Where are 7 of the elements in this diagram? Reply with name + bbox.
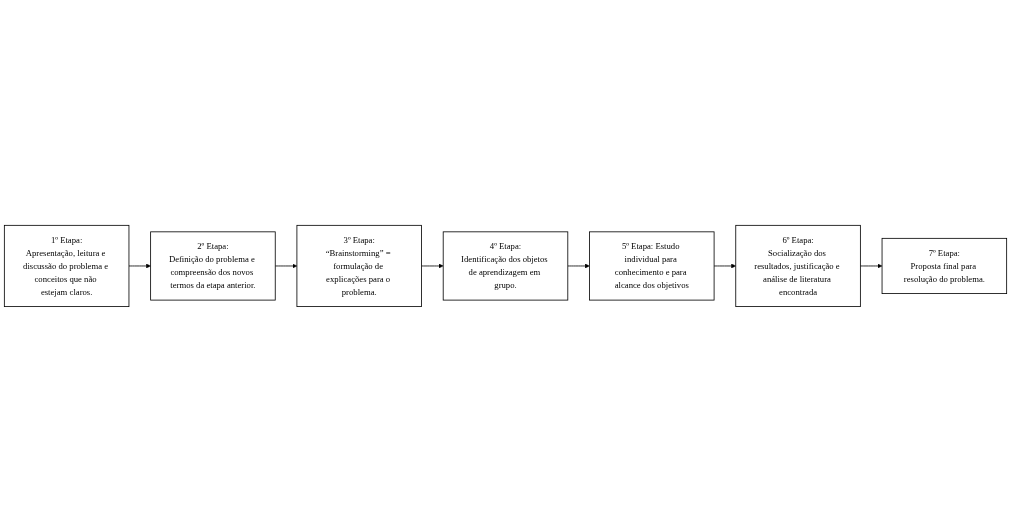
node-box: 4º Etapa: Identificação dos objetos de aprendizagem em grupo.	[442, 230, 569, 301]
node-box: 6º Etapa: Socialização dos resultados, justificação e análise de literatura encontrada	[735, 224, 861, 307]
node-box: 2º Etapa: Definição do problema e compreensão dos novos termos da etapa anterior.	[150, 230, 276, 301]
node-box: 3º Etapa: “Brainstorming” = formulação de explicações para o problema.	[296, 224, 422, 307]
node-box: 1º Etapa: Apresentação, leitura e discussão do problema e conceitos que não estejam claros.	[3, 224, 130, 307]
node-box: 5º Etapa: Estudo individual para conhecimento e para alcance dos objetivos	[589, 230, 715, 301]
node-box: 7º Etapa: Proposta final para resolução do problema.	[881, 237, 1008, 294]
